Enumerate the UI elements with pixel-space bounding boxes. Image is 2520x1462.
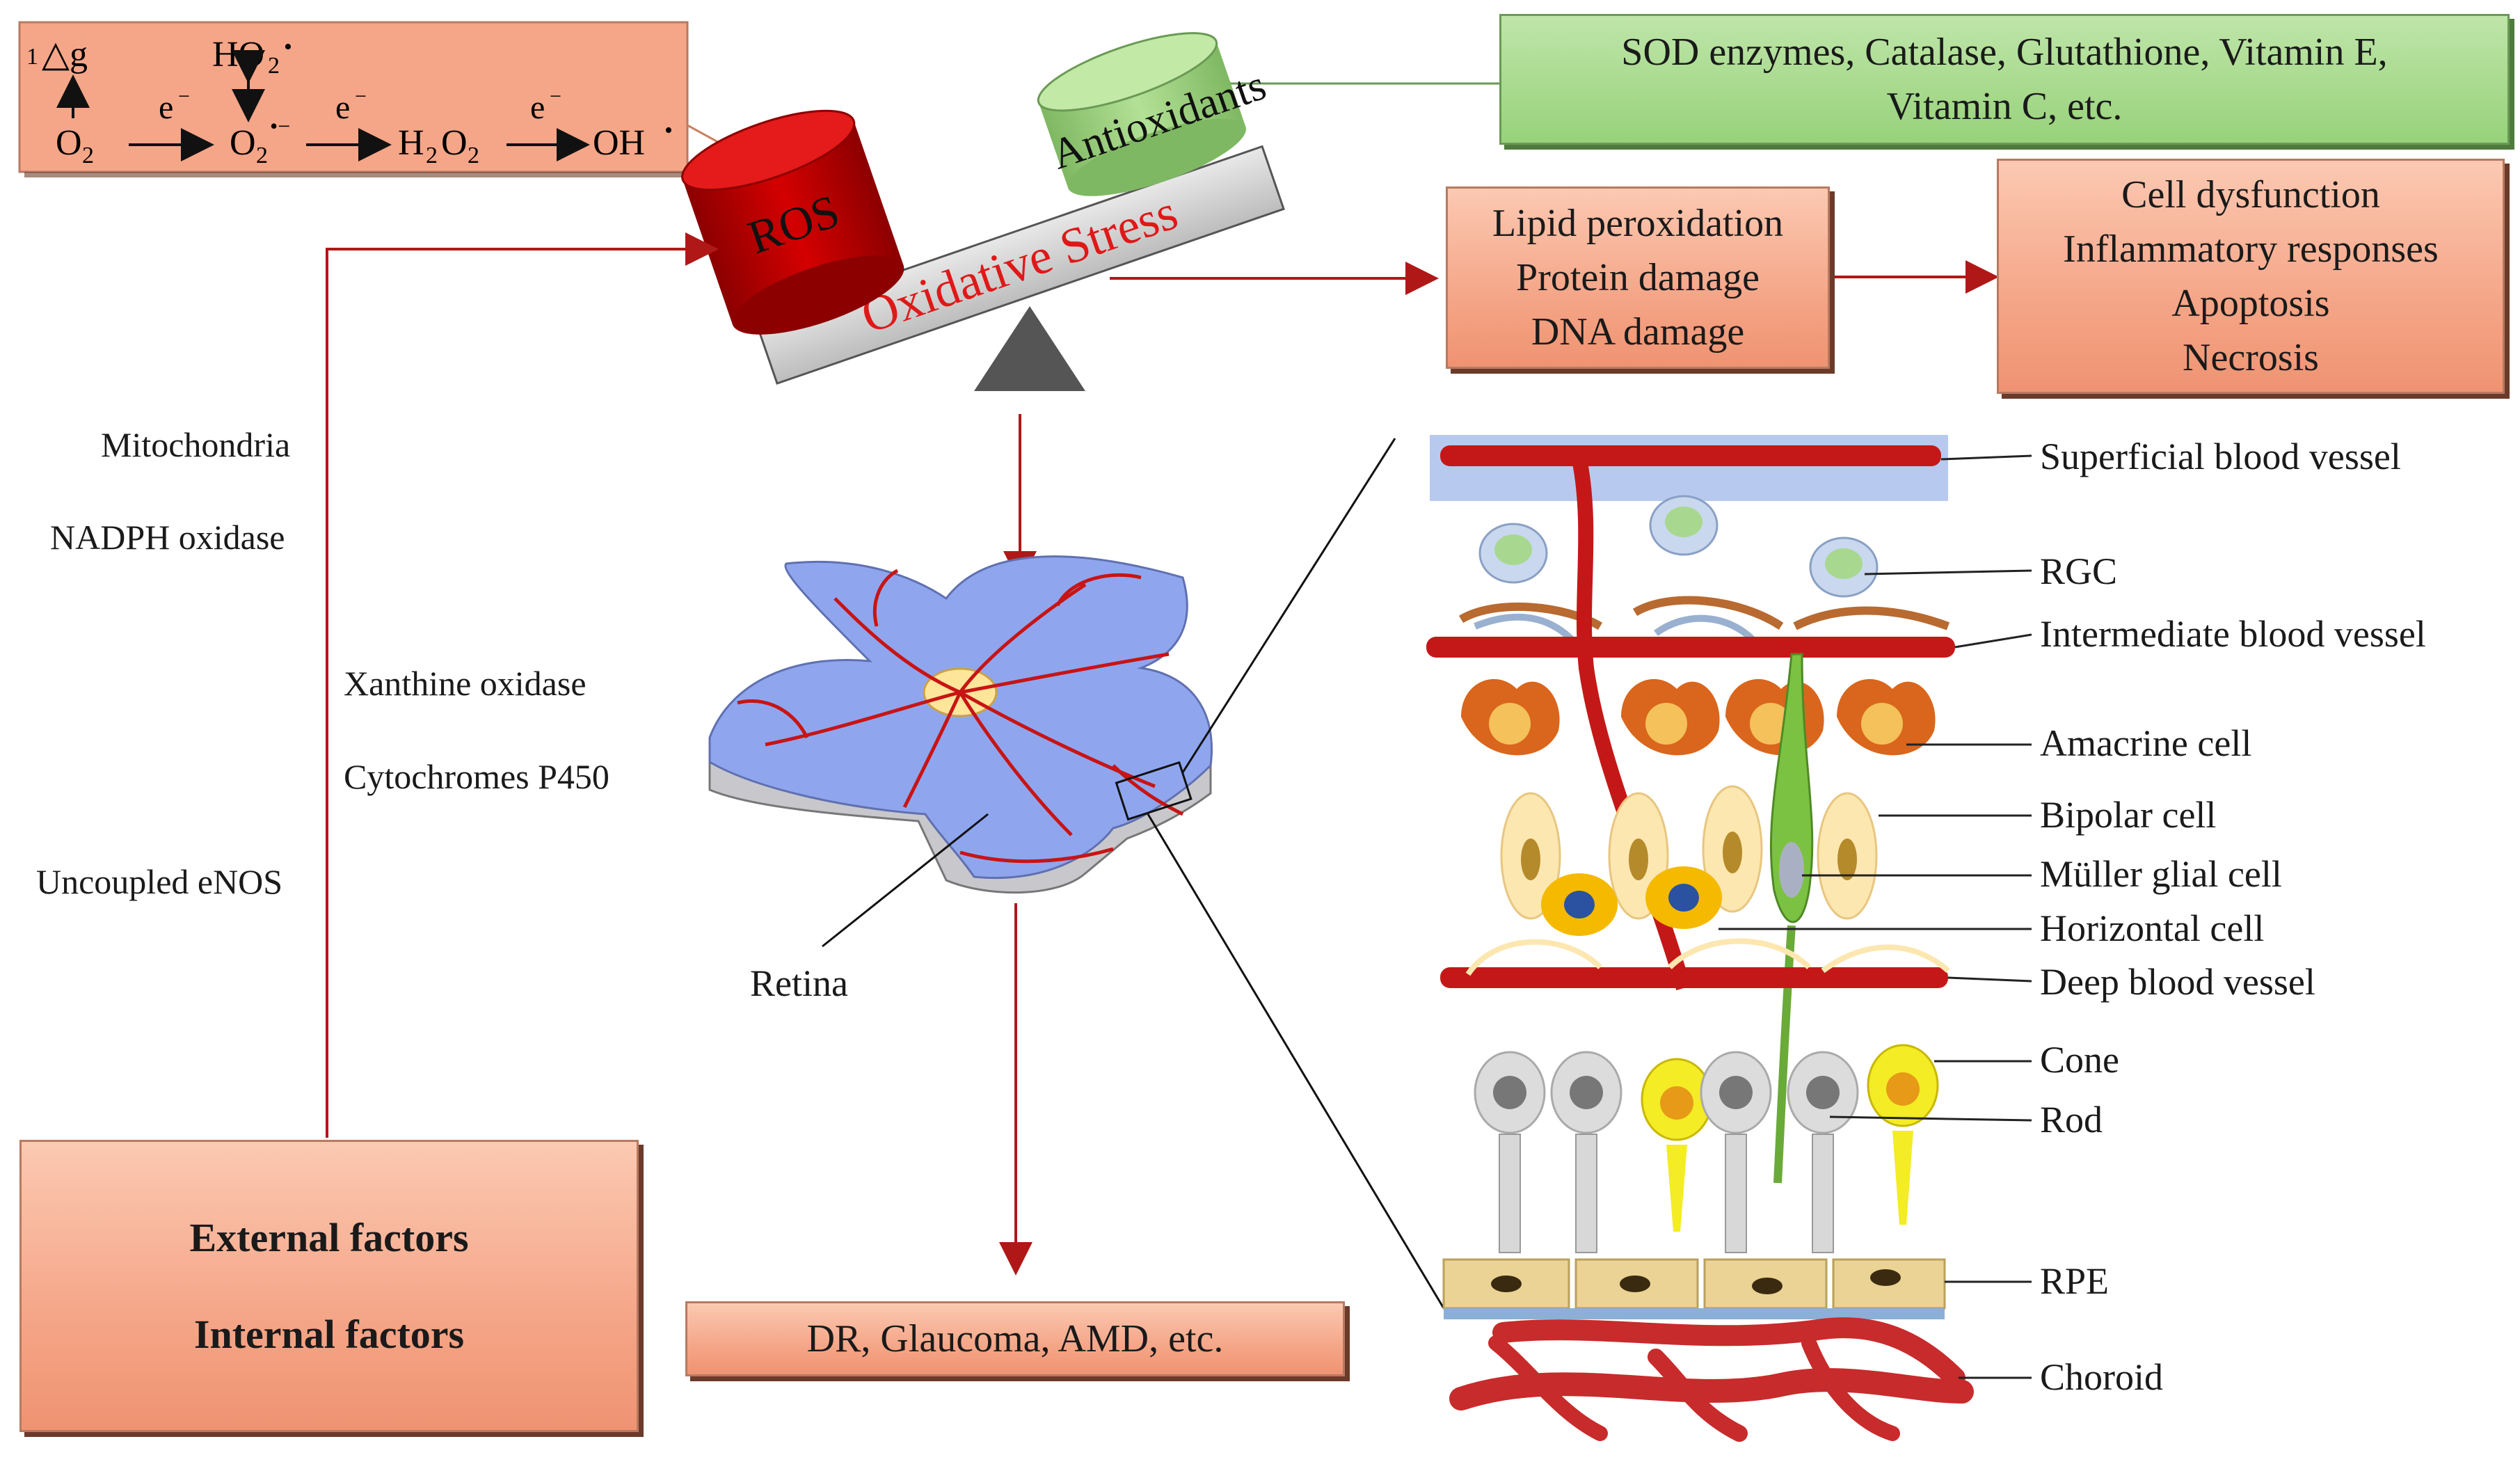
svg-text:−: − xyxy=(550,85,561,108)
layer-cone: Cone xyxy=(2040,1039,2119,1081)
singlet-sup: 1 xyxy=(26,44,38,70)
fulcrum xyxy=(974,306,1085,391)
layer-rod: Rod xyxy=(2040,1099,2103,1141)
internal-factors: Internal factors xyxy=(193,1312,465,1357)
ros-equation: 1 △g O 2 HO 2 • e − O 2 •− e − H 2 O 2 e… xyxy=(26,34,673,168)
beam-label: Oxidative Stress xyxy=(854,184,1184,344)
svg-text:e: e xyxy=(335,89,350,126)
ros-equation-box xyxy=(18,21,689,173)
svg-text:2: 2 xyxy=(468,143,479,168)
rgc-cells xyxy=(1458,495,1950,643)
hydroxyl-radical: OH xyxy=(593,123,645,163)
layer-superficial-vessel: Superficial blood vessel xyxy=(2040,436,2401,477)
rod-1 xyxy=(1474,1051,1546,1253)
outcome-apoptosis: Apoptosis xyxy=(2171,282,2330,325)
rod-4 xyxy=(1787,1051,1859,1253)
deep-vessel xyxy=(1440,967,1948,988)
layer-rgc: RGC xyxy=(2040,550,2118,592)
damage-lipid: Lipid peroxidation xyxy=(1492,202,1784,245)
svg-text:2: 2 xyxy=(426,143,438,168)
svg-text:−: − xyxy=(355,85,367,108)
svg-text:2: 2 xyxy=(82,143,94,168)
antioxidant-line-1: SOD enzymes, Catalase, Glutathione, Vita… xyxy=(1621,31,2388,74)
damage-box: Lipid peroxidation Protein damage DNA da… xyxy=(1446,186,1830,369)
retina-illustration xyxy=(708,438,1445,1309)
rpe-layer xyxy=(1442,1258,1946,1319)
outcome-necrosis: Necrosis xyxy=(2183,336,2319,379)
hydroperoxyl: HO xyxy=(212,35,264,74)
factors-to-ros-arrow xyxy=(326,232,719,1138)
factors-box: External factors Internal factors xyxy=(19,1140,639,1432)
disease-text: DR, Glaucoma, AMD, etc. xyxy=(806,1317,1224,1360)
retina-label: Retina xyxy=(750,962,848,1004)
superficial-vessel xyxy=(1440,445,1941,466)
cone-2 xyxy=(1867,1044,1939,1225)
layer-muller-glial-cell: Müller glial cell xyxy=(2040,853,2282,895)
layer-deep-vessel: Deep blood vessel xyxy=(2040,961,2315,1003)
svg-text:O: O xyxy=(441,123,468,163)
damage-protein: Protein damage xyxy=(1516,256,1760,299)
outcome-box: Cell dysfunction Inflammatory responses … xyxy=(1997,159,2505,394)
superficial-layer-bg xyxy=(1430,435,1948,501)
oxidative-stress-seesaw: Oxidative Stress ROS Antioxidants xyxy=(681,32,1285,391)
source-nadph-oxidase: NADPH oxidase xyxy=(50,518,285,557)
disease-box: DR, Glaucoma, AMD, etc. xyxy=(685,1301,1345,1376)
ros-cylinder: ROS xyxy=(681,109,904,335)
layer-bipolar-cell: Bipolar cell xyxy=(2040,794,2217,836)
layer-amacrine-cell: Amacrine cell xyxy=(2040,722,2252,764)
svg-text:e: e xyxy=(530,89,545,126)
svg-text:2: 2 xyxy=(268,53,280,79)
svg-text:−: − xyxy=(178,85,190,108)
superoxide: O xyxy=(230,123,256,163)
svg-text:•: • xyxy=(284,34,292,60)
layer-rpe: RPE xyxy=(2040,1260,2110,1302)
source-uncoupled-enos: Uncoupled eNOS xyxy=(36,862,283,901)
source-cytochromes-p450: Cytochromes P450 xyxy=(344,757,609,796)
hydrogen-peroxide: H xyxy=(398,123,424,163)
oxygen: O xyxy=(56,123,82,163)
singlet-oxygen: △g xyxy=(42,35,88,74)
flow-arrows xyxy=(326,232,1999,1276)
outcome-dysfunction: Cell dysfunction xyxy=(2121,173,2380,216)
rod-2 xyxy=(1550,1051,1622,1253)
damage-dna: DNA damage xyxy=(1531,310,1745,353)
layer-intermediate-vessel: Intermediate blood vessel xyxy=(2040,613,2426,655)
intermediate-vessel xyxy=(1426,637,1955,658)
rod-3 xyxy=(1700,1051,1772,1253)
antioxidant-line-2: Vitamin C, etc. xyxy=(1886,85,2123,128)
photoreceptors xyxy=(1474,1044,1939,1253)
amacrine-cells xyxy=(1461,678,1936,756)
cone-1 xyxy=(1641,1058,1713,1232)
svg-text:•: • xyxy=(664,118,673,143)
retina-layer-diagram xyxy=(1426,435,1974,1442)
antioxidant-examples-box: SOD enzymes, Catalase, Glutathione, Vita… xyxy=(1499,14,2510,145)
layer-leader-lines xyxy=(1718,454,2032,1379)
source-xanthine-oxidase: Xanthine oxidase xyxy=(344,664,587,703)
choroid-vessels xyxy=(1449,1317,1974,1442)
horizontal-cells xyxy=(1541,866,1722,936)
svg-text:•−: •− xyxy=(270,113,290,138)
layer-horizontal-cell: Horizontal cell xyxy=(2040,907,2265,949)
svg-text:2: 2 xyxy=(256,143,268,168)
layer-choroid: Choroid xyxy=(2040,1356,2164,1398)
source-mitochondria: Mitochondria xyxy=(101,425,291,464)
svg-text:e: e xyxy=(159,89,173,126)
external-factors: External factors xyxy=(189,1215,469,1260)
outcome-inflammation: Inflammatory responses xyxy=(2063,228,2439,271)
